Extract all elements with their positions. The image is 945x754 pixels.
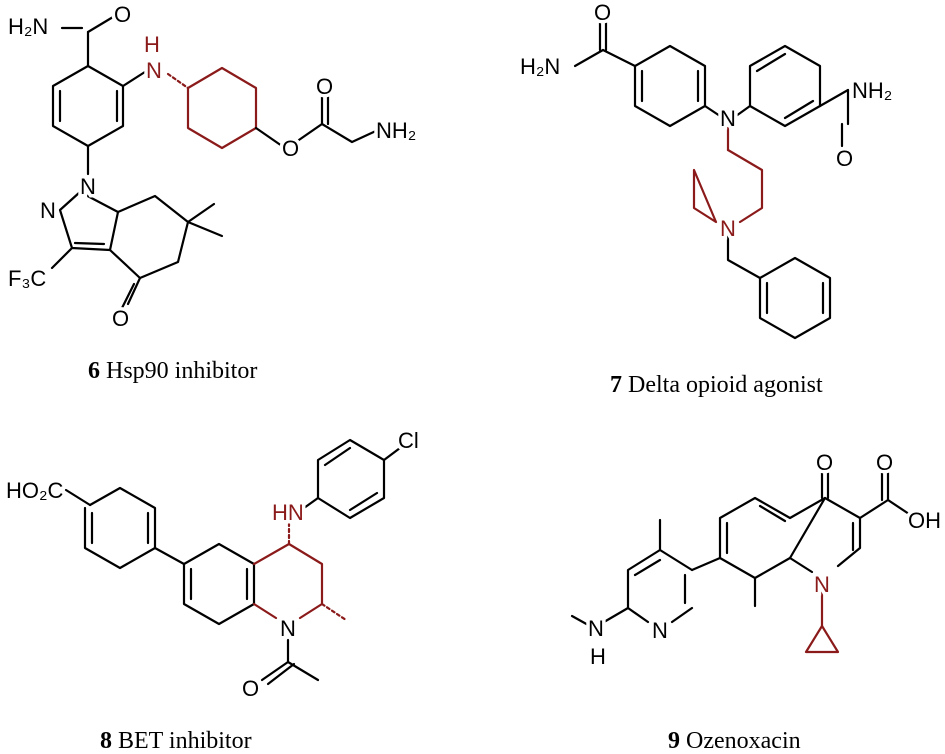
m6-nh-hydrogen: H xyxy=(144,32,160,57)
m9-pyridine-nitrogen: N xyxy=(652,618,668,643)
m7-nh2-label: NH₂ xyxy=(852,78,892,103)
molecule-8-atoms: HO₂C HN Cl N O xyxy=(3,425,423,705)
m8-chlorine: Cl xyxy=(398,428,419,453)
m6-carbonyl-oxygen: O xyxy=(316,74,333,99)
m6-f3c-label: F₃C xyxy=(8,266,46,291)
m9-amine-nitrogen: N xyxy=(588,616,604,641)
molecule-9: O O OH N N N H 9 Ozenoxacin xyxy=(570,447,945,754)
m8-hn-label: HN xyxy=(272,500,304,525)
m8-ho2c-label: HO₂C xyxy=(6,478,64,503)
caption-7-text: Delta opioid agonist xyxy=(628,372,823,398)
molecule-9-atoms: O O OH N N N H xyxy=(585,447,945,673)
m7-central-nitrogen: N xyxy=(720,106,736,131)
m6-ketone-oxygen: O xyxy=(112,306,129,331)
m6-pyrazole-n2: N xyxy=(40,198,56,223)
caption-8-text: BET inhibitor xyxy=(118,728,252,754)
caption-9-number: 9 xyxy=(668,728,680,754)
molecule-6-atoms: H₂N O H N O O NH₂ N N F₃C O xyxy=(5,0,420,335)
caption-9: 9 Ozenoxacin xyxy=(668,728,801,754)
molecule-6: H₂N O H N O O NH₂ N N F₃C O 6 Hsp90 inhi… xyxy=(5,0,420,384)
molecule-7-bonds xyxy=(573,20,850,340)
m6-h2n-label: H₂N xyxy=(8,14,48,39)
m8-acetyl-oxygen: O xyxy=(242,676,259,701)
molecule-9-bonds xyxy=(570,470,914,654)
molecule-8: HO₂C HN Cl N O 8 BET inhibitor xyxy=(3,425,423,754)
caption-8-number: 8 xyxy=(100,728,112,754)
caption-8: 8 BET inhibitor xyxy=(100,728,252,754)
molecule-7: O H₂N N NH₂ O N 7 Delta opioid agonist xyxy=(517,0,896,398)
m7-oxygen-right: O xyxy=(836,146,853,171)
m6-amide-oxygen: O xyxy=(114,2,131,27)
molecule-8-bonds xyxy=(64,438,402,686)
caption-9-text: Ozenoxacin xyxy=(686,728,801,754)
m6-nh-nitrogen: N xyxy=(146,58,162,83)
m7-piperidine-nitrogen: N xyxy=(720,216,736,241)
caption-6-text: Hsp90 inhibitor xyxy=(106,358,257,384)
m9-amine-hydrogen: H xyxy=(590,644,606,669)
m6-pyrazole-n1: N xyxy=(80,174,96,199)
m9-quinolone-nitrogen: N xyxy=(814,572,830,597)
m9-acid-oxygen: O xyxy=(876,450,893,475)
m6-ester-oxygen: O xyxy=(282,136,299,161)
caption-6: 6 Hsp90 inhibitor xyxy=(88,358,257,384)
caption-7-number: 7 xyxy=(610,372,622,398)
m9-ketone-oxygen: O xyxy=(816,450,833,475)
molecule-7-atoms: O H₂N N NH₂ O N xyxy=(517,0,896,245)
m7-oxygen-left: O xyxy=(594,0,611,25)
caption-7: 7 Delta opioid agonist xyxy=(610,372,823,398)
caption-6-number: 6 xyxy=(88,358,100,384)
molecule-6-bonds xyxy=(50,12,380,310)
m9-hydroxyl-label: OH xyxy=(908,508,941,533)
m6-nh2-label: NH₂ xyxy=(376,118,416,143)
m7-h2n-label: H₂N xyxy=(520,54,560,79)
m8-ring-nitrogen: N xyxy=(280,616,296,641)
